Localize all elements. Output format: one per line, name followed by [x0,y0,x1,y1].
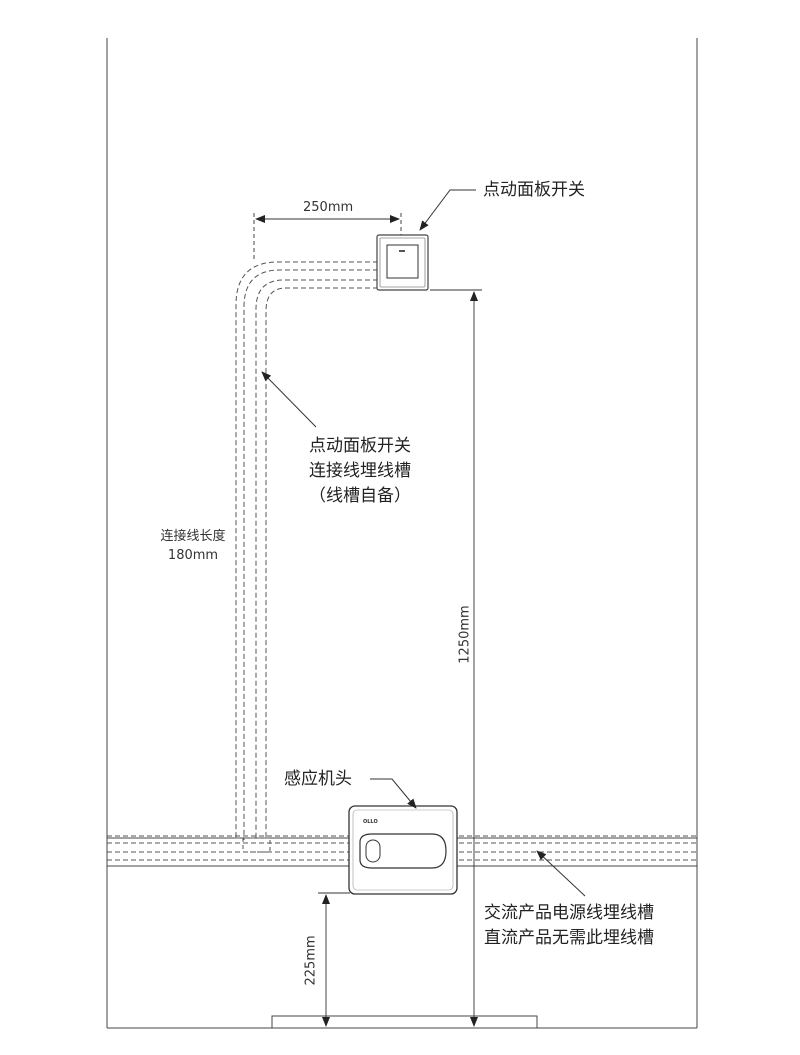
push-button-panel-icon [376,234,429,291]
cable-length-label: 连接线长度 [160,529,226,544]
cable-length-value: 180mm [167,548,219,563]
conduit-tee-joint [236,837,271,853]
leader-arrow-icon [261,189,586,897]
conduit-note-line1: 点动面板开关 [309,436,411,456]
vertical-dimension-1250 [430,289,482,1027]
vertical-dimension-225 [318,892,350,1027]
urinal-sensor-head-icon: OLLO [348,805,458,895]
power-cable-trench [107,835,697,861]
power-trench-line2: 直流产品无需此埋线槽 [484,928,654,948]
wall-outline [106,38,698,1029]
sensor-head-label: 感应机头 [284,769,352,789]
vertical-dimension-225-label: 225mm [303,935,319,986]
conduit-note-line2: 连接线埋线槽 [309,461,411,481]
conduit-note: 点动面板开关 连接线埋线槽 （线槽自备） [295,434,425,509]
vertical-dimension-1250-label: 1250mm [457,605,473,664]
switch-conduit [235,261,378,840]
conduit-note-line3: （线槽自备） [309,486,411,506]
cable-length-note: 连接线长度 180mm [148,527,238,565]
horizontal-dimension-label: 250mm [303,200,354,215]
switch-title-label: 点动面板开关 [483,180,585,200]
power-trench-line1: 交流产品电源线埋线槽 [484,903,654,923]
brand-mark: OLLO [363,819,378,825]
horizontal-dimension [253,213,402,262]
power-trench-note: 交流产品电源线埋线槽 直流产品无需此埋线槽 [484,901,654,951]
